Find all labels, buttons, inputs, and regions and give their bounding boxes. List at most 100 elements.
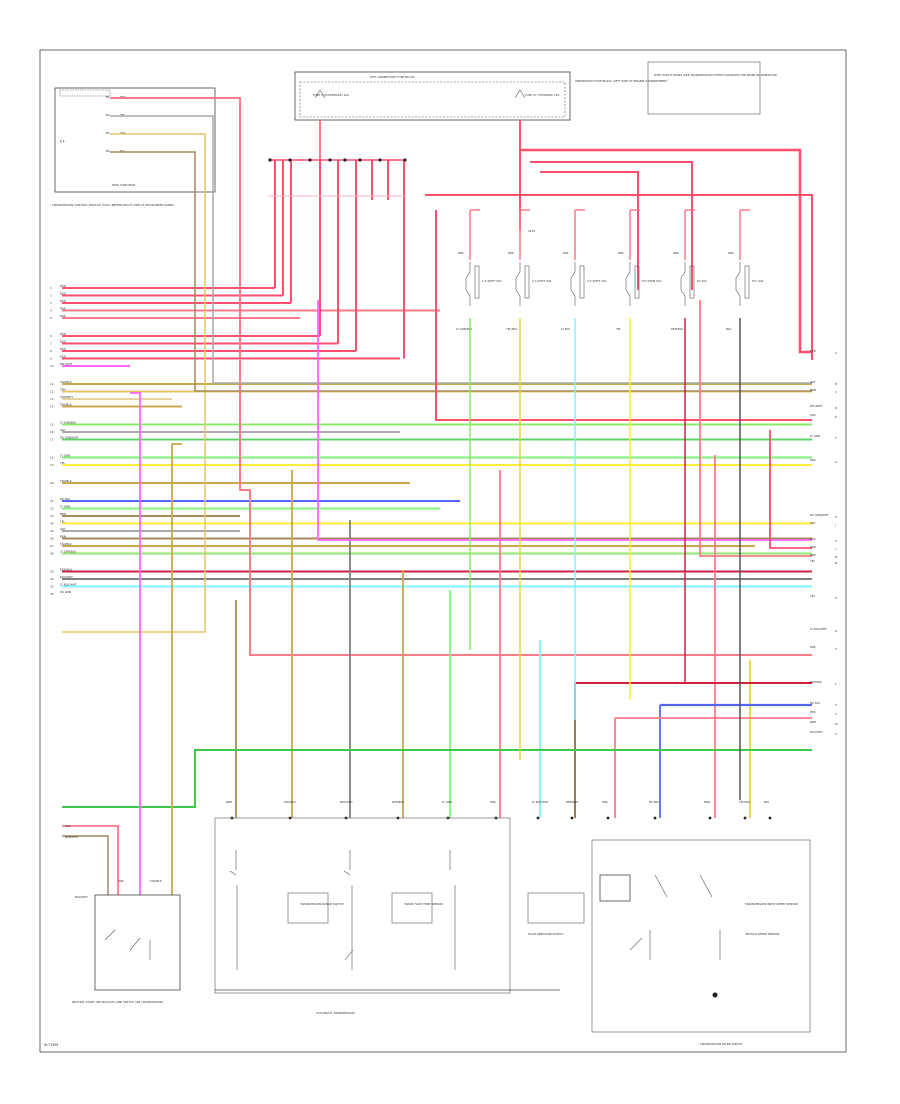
left-block-bottom-label: HIGH SIDE DRVR bbox=[112, 183, 135, 187]
right-row-pin: T bbox=[834, 682, 837, 686]
wire-red-bus bbox=[530, 161, 693, 290]
left-row-pin: 28 bbox=[50, 552, 54, 556]
wire-dkgrn bbox=[62, 749, 812, 808]
left-row-pin: 1 bbox=[50, 286, 52, 290]
right-row-color: RED bbox=[810, 545, 816, 549]
solenoid-label: 1-2 SHIFT SOL bbox=[482, 279, 502, 283]
left-row-color: YEL bbox=[60, 520, 65, 524]
wire-switch bbox=[62, 835, 109, 895]
bottom-pin-dot bbox=[768, 816, 772, 820]
tap-dot bbox=[358, 158, 362, 162]
right-row-color: PNK bbox=[810, 458, 816, 462]
left-row-color: BRN bbox=[60, 512, 66, 516]
left-row-color: RED bbox=[60, 340, 66, 344]
solenoid-coil bbox=[625, 262, 631, 306]
bottom-pin-dot bbox=[536, 816, 540, 820]
right-row-pin: H bbox=[835, 515, 837, 519]
top-right-note-text: WITH 4L60-E TRANS (SEE TRANSMISSION SYST… bbox=[654, 73, 777, 77]
bottom-pin-label: TAN/BLK bbox=[283, 800, 296, 804]
left-row-pin: 2 bbox=[50, 294, 52, 298]
left-row-pin: 15 bbox=[50, 423, 54, 427]
solenoid-body bbox=[744, 265, 750, 299]
left-row-pin: 12 bbox=[50, 390, 54, 394]
right-row-color: GRY bbox=[810, 380, 816, 384]
solenoid-pin: PNK bbox=[508, 251, 514, 255]
switch-pin-1: BLK/WHT bbox=[75, 895, 88, 899]
right-row-pin: K bbox=[835, 539, 837, 543]
right-row-color: DK BLU bbox=[810, 701, 820, 705]
left-row-color: BLK/WHT bbox=[60, 575, 73, 579]
left-row-color: LT GRN/BLK bbox=[60, 550, 76, 554]
pressure-switch-label: FLUID PRESSURE SWITCH bbox=[528, 932, 564, 936]
right-row-pin: D bbox=[835, 406, 837, 410]
solenoid-body bbox=[524, 265, 530, 299]
right-row-color: PNK bbox=[810, 645, 816, 649]
left-row-color: RED bbox=[60, 355, 66, 359]
tap-dot bbox=[328, 158, 332, 162]
bottom-pin-label: BRN/BLK bbox=[566, 800, 578, 804]
right-row-color: TAN bbox=[809, 413, 816, 417]
left-row-color: RED/BLK bbox=[60, 568, 72, 572]
solenoid-label: PC SOL bbox=[697, 279, 708, 283]
solenoid-label: TCC PWM SOL bbox=[641, 279, 662, 283]
solenoid-pin: PNK bbox=[563, 251, 569, 255]
tap-dot bbox=[288, 158, 292, 162]
left-top-pin-color: BLK bbox=[120, 149, 125, 153]
left-row-color: RED bbox=[60, 292, 66, 296]
right-row-pin: J bbox=[834, 523, 836, 527]
top-block-title: LEFT UNDERHOOD FUSE BLOCK bbox=[370, 75, 415, 79]
switch-pin-2: PNK bbox=[118, 879, 124, 883]
solenoid-wire-label: LT BLU bbox=[561, 327, 570, 331]
bottom-pin-dot bbox=[653, 816, 657, 820]
left-row-pin: 23 bbox=[50, 514, 54, 518]
footer-code: W-71956 bbox=[44, 1043, 58, 1047]
left-row-color: TAN/BLK bbox=[59, 403, 72, 407]
right-row-pin: A bbox=[835, 351, 837, 355]
solenoid-body bbox=[634, 265, 640, 299]
right-row-pin: B bbox=[835, 382, 837, 386]
left-row-pin: 11 bbox=[50, 382, 54, 386]
bottom-pin-label: LT BLU/WHT bbox=[532, 800, 549, 804]
left-row-pin: 32 bbox=[50, 592, 54, 596]
left-row-pin: 7 bbox=[50, 342, 52, 346]
solenoid-coil bbox=[465, 262, 471, 306]
wire-red-bus bbox=[540, 171, 639, 290]
left-row-color: TAN/BLK bbox=[59, 380, 72, 384]
left-row-pin: 4 bbox=[50, 309, 52, 313]
solenoid-coil bbox=[735, 262, 741, 306]
right-row-pin: V bbox=[835, 712, 837, 716]
left-row-color: YEL bbox=[60, 461, 65, 465]
solenoid-coil bbox=[680, 262, 686, 306]
right-row-color: PNK bbox=[810, 710, 816, 714]
right-row-pin: U bbox=[835, 703, 837, 707]
left-row-pin: 27 bbox=[50, 544, 54, 548]
bottom-pin-label: DK BLU bbox=[649, 800, 659, 804]
solenoid-pin: PNK bbox=[728, 251, 734, 255]
left-row-pin: 14 bbox=[50, 405, 54, 409]
diagram-frame bbox=[39, 49, 847, 1053]
left-row-pin: 17 bbox=[50, 438, 54, 442]
right-row-color: PPL/WHT bbox=[810, 404, 823, 408]
tap-dot bbox=[268, 158, 272, 162]
right-row-color: YEL bbox=[810, 594, 815, 598]
right-row-color: DK GRN/WHT bbox=[810, 513, 829, 517]
splice-label: S234 bbox=[528, 229, 535, 233]
input-speed-label: TRANSMISSION INPUT SPEED SENSOR bbox=[744, 902, 798, 906]
solenoid-body bbox=[689, 265, 695, 299]
bottom-pin-label: PNK bbox=[602, 800, 608, 804]
left-row-pin: 26 bbox=[50, 537, 54, 541]
left-row-pin: 31 bbox=[50, 585, 54, 589]
bottom-pin-label: BLK bbox=[764, 800, 769, 804]
left-row-color: TAN/BLK bbox=[59, 479, 72, 483]
right-row-pin: W bbox=[835, 722, 838, 726]
left-row-color: LT GRN bbox=[60, 454, 70, 458]
left-row-pin: 9 bbox=[50, 357, 52, 361]
top-block-side-note: UNDERHOOD FUSE BLOCK (LEFT SIDE OF ENGIN… bbox=[575, 79, 668, 83]
left-row-pin: 20 bbox=[50, 481, 54, 485]
left-top-pin: B2 bbox=[106, 113, 110, 117]
right-row-pin: E bbox=[835, 415, 837, 419]
bottom-pin-label: RED/BLK bbox=[392, 800, 404, 804]
left-row-color: TAN/WHT bbox=[59, 395, 73, 399]
